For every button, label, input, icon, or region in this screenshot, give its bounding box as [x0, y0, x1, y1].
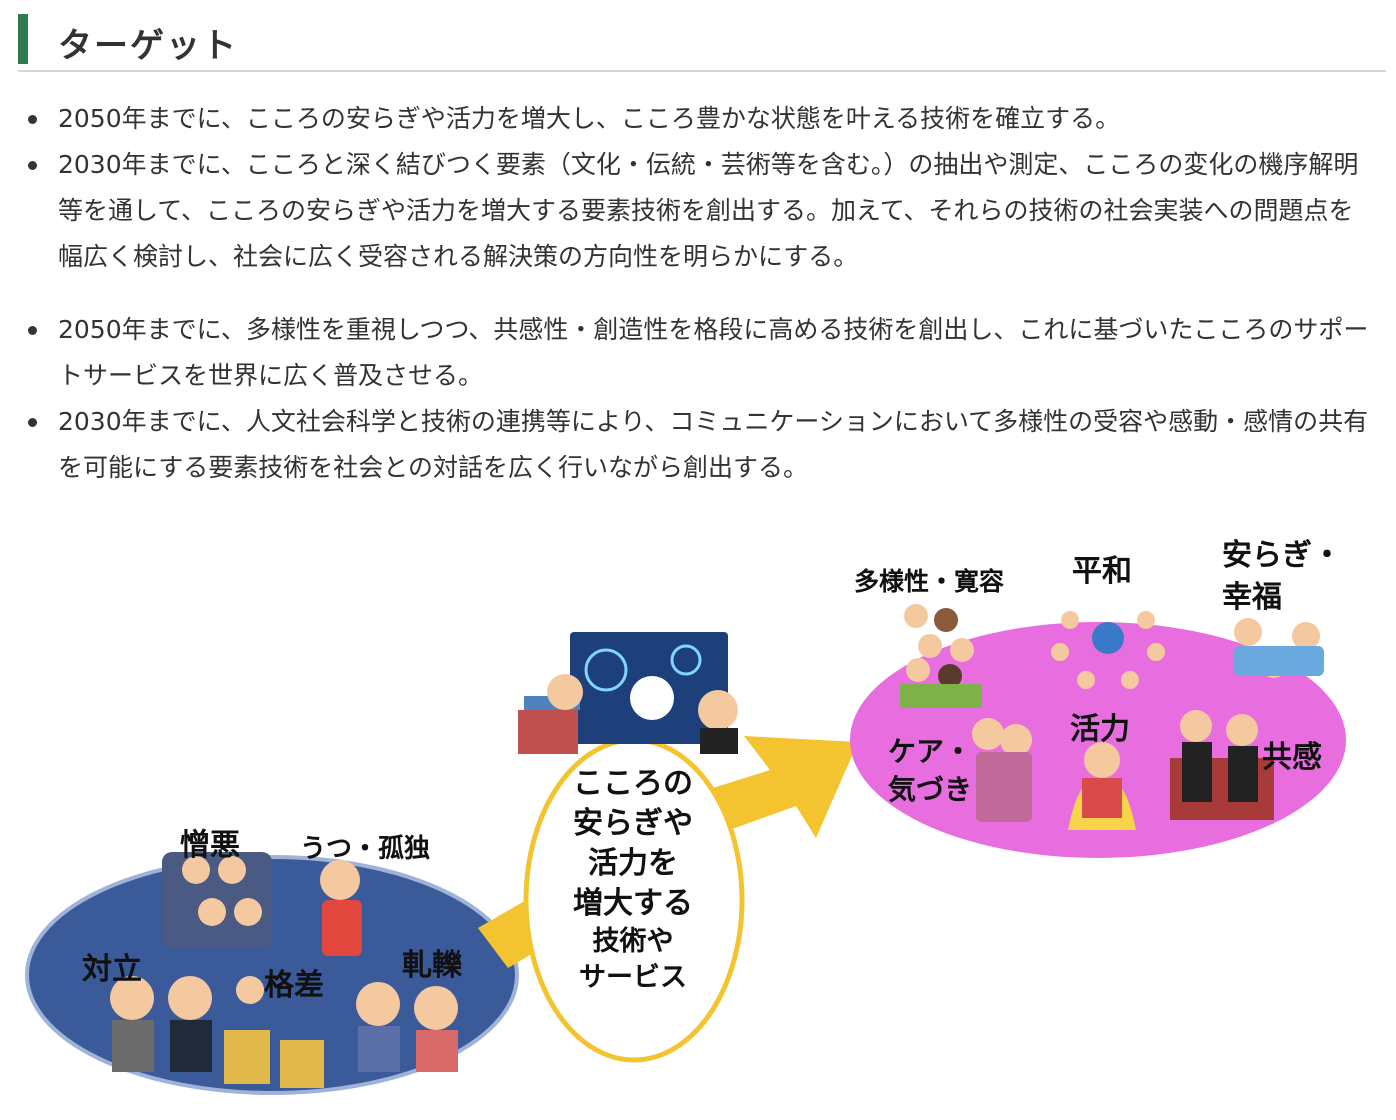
positive-people-group [900, 604, 1324, 830]
label-diversity: 多様性・寛容 [854, 567, 1005, 596]
label-empathy: 共感 [1262, 740, 1322, 775]
label-depression: うつ・孤独 [300, 834, 431, 864]
illustration-graphics [25, 604, 1346, 1095]
label-peace: 平和 [1072, 554, 1132, 589]
list-item: 2030年までに、こころと深く結びつく要素（文化・伝統・芸術等を含む。）の抽出や… [0, 142, 1396, 280]
center-line-6: サービス [579, 962, 687, 993]
books-stack-icon [518, 710, 578, 754]
center-oval-text: こころの 安らぎや 活力を 増大する 技術や サービス [548, 764, 718, 996]
tech-circle-icon [584, 648, 628, 692]
label-care-1: ケア・ [888, 735, 973, 768]
heading-accent-bar [18, 14, 28, 64]
list-item: 2050年までに、こころの安らぎや活力を増大し、こころ豊かな状態を叶える技術を確… [0, 96, 1396, 142]
center-line-3: 活力を [588, 846, 678, 881]
target-list-2: 2050年までに、多様性を重視しつつ、共感性・創造性を格段に高める技術を創出し、… [0, 307, 1396, 491]
tech-circle-icon [670, 644, 702, 676]
conductor-person-icon [698, 690, 738, 730]
target-list-1: 2050年までに、こころの安らぎや活力を増大し、こころ豊かな状態を叶える技術を確… [0, 96, 1396, 280]
center-line-1: こころの [573, 766, 693, 801]
label-vitality: 活力 [1070, 712, 1130, 747]
label-disparity: 格差 [264, 968, 324, 1003]
heading-title: ターゲット [58, 26, 238, 66]
center-line-2: 安らぎや [573, 806, 693, 841]
robot-figure-icon [630, 676, 674, 720]
label-care-2: 気づき [888, 773, 973, 806]
conductor-suit-icon [700, 728, 738, 754]
concept-illustration: 憎悪 うつ・孤独 対立 格差 軋轢 こころの 安らぎや 活力を 増大する 技術や… [0, 520, 1396, 1120]
label-hatred: 憎悪 [180, 828, 240, 863]
label-serenity-2: 幸福 [1222, 580, 1282, 615]
list-item: 2050年までに、多様性を重視しつつ、共感性・創造性を格段に高める技術を創出し、… [0, 307, 1396, 399]
label-conflict: 対立 [82, 952, 142, 987]
list-item: 2030年までに、人文社会科学と技術の連携等により、コミュニケーションにおいて多… [0, 399, 1396, 491]
label-friction: 軋轢 [402, 948, 462, 983]
negative-people-group [110, 852, 458, 1088]
reader-person-icon [547, 674, 583, 710]
section-heading: ターゲット [18, 10, 1386, 72]
center-line-4: 増大する [573, 886, 693, 921]
center-line-5: 技術や [592, 926, 674, 957]
label-serenity-1: 安らぎ・ [1222, 538, 1342, 573]
